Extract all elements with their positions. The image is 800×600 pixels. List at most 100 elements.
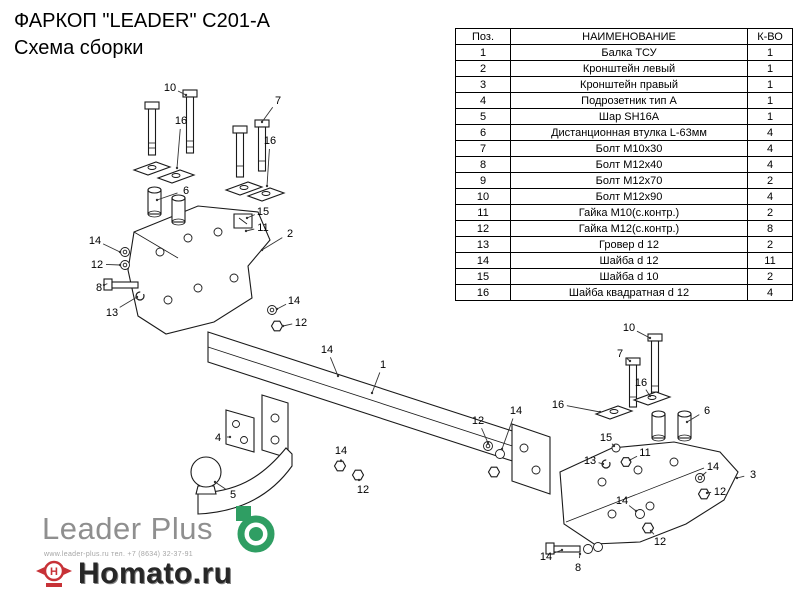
callout-label: 16 [552,399,564,411]
callout-label: 6 [704,405,710,417]
left-bracket-drawing [127,89,286,335]
callout-line [266,148,270,187]
callout-dot [598,410,602,414]
part-name: Кронштейн правый [510,76,748,93]
part-position: 5 [455,108,511,125]
callout-label: 14 [616,495,628,507]
callout-label: 13 [584,455,596,467]
callout-line [629,455,638,461]
callout-dot [135,295,139,299]
callout-label: 14 [510,405,522,417]
callout-label: 11 [639,447,650,459]
part-qty: 1 [747,92,793,109]
part-position: 11 [455,204,511,221]
callout-dot [735,476,739,480]
tow-ball-drawing [190,394,293,515]
callout-line [636,330,651,339]
part-name: Шайба квадратная d 12 [510,284,748,301]
part-qty: 2 [747,172,793,189]
callout-label: 1 [380,359,386,371]
callout-label: 8 [96,282,102,294]
callout-line [261,107,274,123]
callout-label: 16 [264,135,276,147]
title-block: ФАРКОП "LEADER" C201-A Схема сборки [14,8,270,62]
callout-dot [245,216,249,220]
homato-emblem-letter: H [50,566,58,578]
part-name: Гайка М12(с.контр.) [510,220,748,237]
callout-dot [175,166,179,170]
part-qty: 4 [747,124,793,141]
page-title: ФАРКОП "LEADER" C201-A [14,10,270,32]
part-position: 7 [455,140,511,157]
callout-label: 12 [91,259,103,271]
part-name: Балка ТСУ [510,44,748,61]
part-qty: 2 [747,268,793,285]
callout-label: 12 [714,486,726,498]
callout-line [371,372,381,394]
callout-label: 11 [257,222,268,234]
part-position: 10 [455,188,511,205]
callout-label: 14 [540,551,552,563]
part-qty: 2 [747,204,793,221]
part-qty: 1 [747,60,793,77]
callout-dot [648,394,652,398]
callout-line [119,296,138,308]
part-name: Болт М12х90 [510,188,748,205]
part-name: Кронштейн левый [510,60,748,77]
callout-line [554,549,563,554]
callout-label: 16 [175,115,187,127]
callout-label: 2 [287,228,293,240]
callout-line [628,505,637,512]
callout-label: 14 [288,295,300,307]
callout-dot [118,263,122,267]
callout-label: 15 [257,206,269,218]
callout-dot [685,420,689,424]
part-position: 12 [455,220,511,237]
callout-label: 10 [623,322,635,334]
callout-dot [275,307,279,311]
part-name: Болт М12х70 [510,172,748,189]
part-qty: 4 [747,284,793,301]
callout-label: 14 [321,344,333,356]
part-position: 15 [455,268,511,285]
callout-label: 8 [575,562,581,574]
part-qty: 1 [747,76,793,93]
homato-text: Homato.ru [78,557,233,590]
callout-dot [118,250,122,254]
part-qty: 4 [747,188,793,205]
callout-dot [339,459,343,463]
part-position: 2 [455,60,511,77]
callout-dot [560,548,564,552]
parts-table-header: НАИМЕНОВАНИЕ [510,28,748,45]
callout-dot [260,248,264,252]
callout-dot [500,447,504,451]
part-qty: 1 [747,108,793,125]
callout-dot [155,198,159,202]
callout-dot [601,462,605,466]
part-name: Гровер d 12 [510,236,748,253]
callout-line [214,481,226,490]
callout-dot [578,552,582,556]
callout-label: 16 [635,377,647,389]
part-position: 16 [455,284,511,301]
part-name: Болт М12х40 [510,156,748,173]
part-name: Подрозетник тип А [510,92,748,109]
part-position: 8 [455,156,511,173]
right-bracket-drawing [559,333,739,545]
part-position: 6 [455,124,511,141]
callout-dot [228,435,232,439]
